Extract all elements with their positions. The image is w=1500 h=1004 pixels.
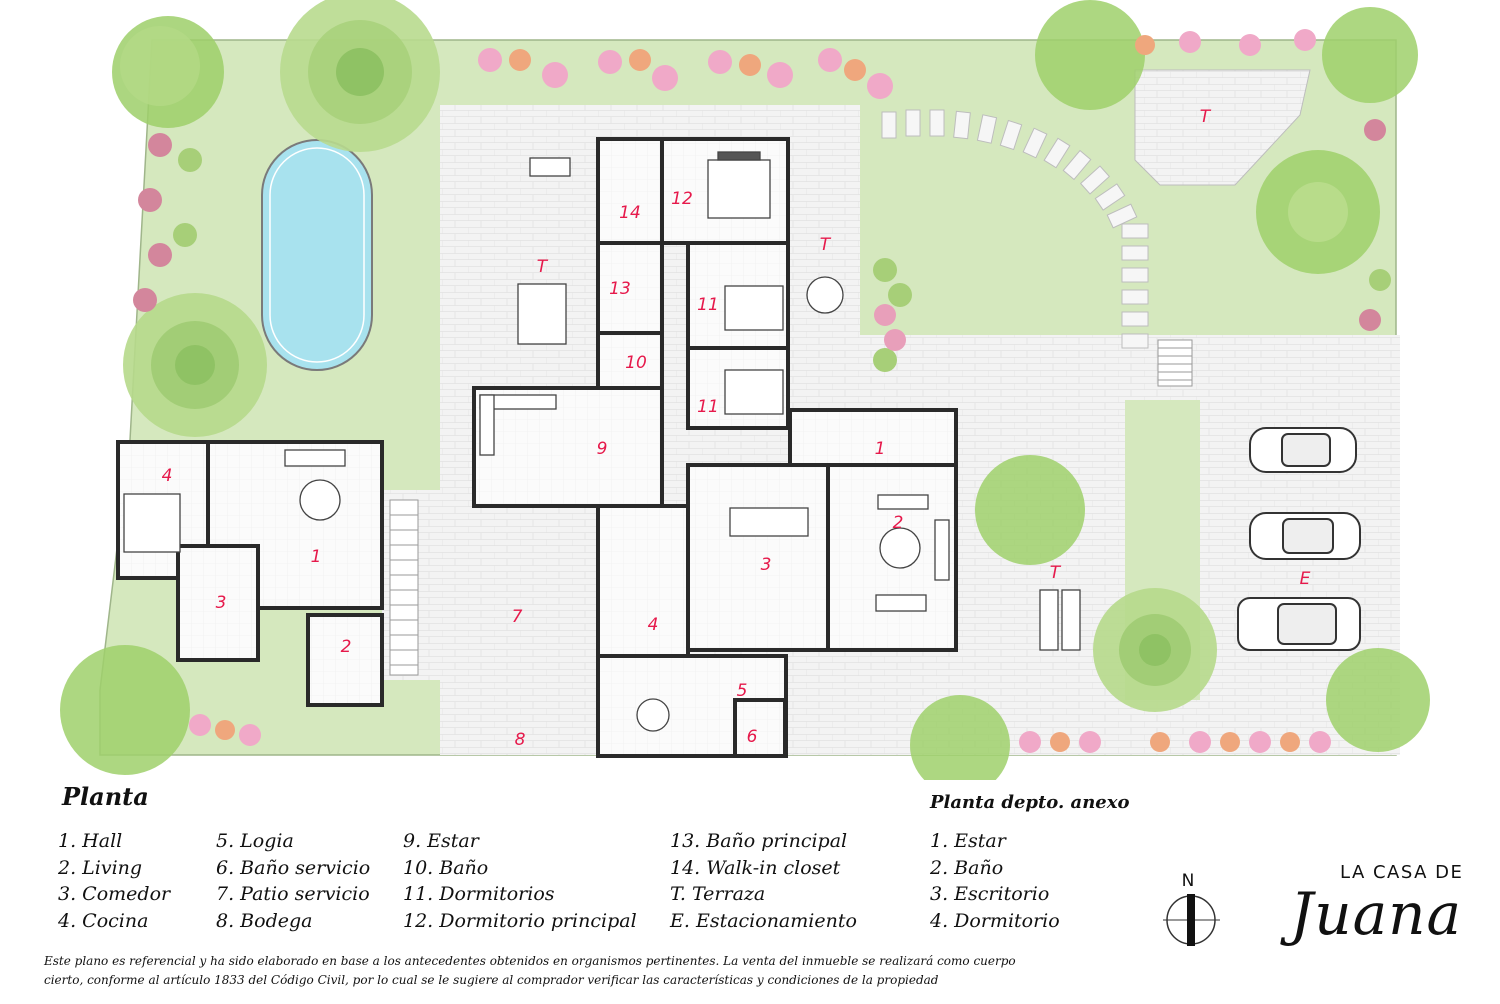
disclaimer: Este plano es referencial y ha sido elab… — [44, 954, 1016, 987]
label-living: 2 — [893, 513, 904, 533]
legend-item: 7. Patio servicio — [216, 883, 370, 905]
brand-top-text: LA CASA DE — [1340, 862, 1464, 883]
label-bodega: 8 — [515, 730, 526, 750]
label-bano: 10 — [625, 353, 647, 373]
label-estar: 9 — [597, 439, 608, 459]
brand-script-text: Juana — [1290, 880, 1463, 948]
label-terraza-west: T — [537, 257, 549, 277]
legend-column-4: 13. Baño principal 14. Walk-in closet T.… — [670, 828, 857, 934]
legend-item: T. Terraza — [670, 883, 766, 905]
legend-item: E. Estacionamiento — [670, 909, 857, 932]
stepping-path — [881, 109, 1149, 349]
label-comedor: 3 — [761, 555, 772, 575]
label-annex-dormitorio: 4 — [162, 466, 173, 486]
label-patio-servicio: 7 — [512, 607, 523, 627]
legend-item: 2. Living — [58, 856, 143, 879]
label-annex-estar: 1 — [311, 547, 322, 567]
legend-item: 4. Cocina — [58, 909, 149, 932]
annex-legend-column: 1. Estar 2. Baño 3. Escritorio 4. Dormit… — [930, 828, 1060, 934]
legend-item: 10. Baño — [403, 856, 489, 879]
label-walk-in-closet: 14 — [619, 203, 641, 223]
main-room-labels: 1 2 3 4 5 6 7 8 9 10 11 11 12 13 14 T T … — [512, 107, 1311, 750]
legend-item: 3. Comedor — [58, 883, 171, 905]
label-terraza-annex: T — [1050, 563, 1062, 583]
brand-logo: LA CASA DE Juana — [1290, 862, 1490, 962]
legend-item: 6. Baño servicio — [216, 856, 371, 879]
annex-walls — [116, 440, 384, 707]
label-bano-servicio: 6 — [747, 727, 758, 747]
legend-item: 3. Escritorio — [930, 883, 1050, 905]
label-dormitorio-b: 11 — [697, 397, 719, 417]
north-arrow-icon: N — [1158, 870, 1228, 950]
room-comedor — [686, 463, 830, 652]
north-label: N — [1182, 871, 1195, 891]
legend-column-2: 5. Logia 6. Baño servicio 7. Patio servi… — [216, 828, 370, 934]
label-terraza-ne: T — [1200, 107, 1212, 127]
legend-item: 5. Logia — [216, 830, 294, 852]
legend-column-3: 9. Estar 10. Baño 11. Dormitorios 12. Do… — [403, 828, 637, 934]
legend-column-1: 1. Hall 2. Living 3. Comedor 4. Cocina — [58, 828, 170, 934]
legend-title: Planta — [62, 782, 149, 811]
legend-item: 14. Walk-in closet — [670, 856, 841, 879]
room-walk-in-closet — [596, 137, 664, 245]
legend-item: 11. Dormitorios — [403, 883, 555, 905]
legend-item: 13. Baño principal — [670, 830, 848, 852]
legend-item: 12. Dormitorio principal — [403, 909, 637, 932]
label-bano-principal: 13 — [609, 279, 631, 299]
label-terraza-east: T — [820, 235, 832, 255]
room-bano-servicio — [733, 698, 787, 758]
legend-item: 4. Dormitorio — [930, 909, 1060, 932]
furniture — [123, 151, 1081, 732]
legend-item: 2. Baño — [930, 856, 1004, 879]
label-cocina: 4 — [648, 615, 659, 635]
label-hall: 1 — [875, 439, 886, 459]
room-cocina — [596, 504, 690, 658]
label-annex-escritorio: 3 — [216, 593, 227, 613]
legend-item: 9. Estar — [403, 830, 479, 852]
cars — [1237, 427, 1361, 651]
annex-room-labels: 1 2 3 4 — [162, 466, 352, 657]
legend-item: 1. Estar — [930, 830, 1006, 852]
label-dormitorio-a: 11 — [697, 295, 719, 315]
label-annex-bano: 2 — [341, 637, 352, 657]
label-dormitorio-principal: 12 — [671, 189, 693, 209]
legend-item: 1. Hall — [58, 830, 123, 852]
room-hall — [788, 408, 958, 467]
annex-escritorio — [176, 544, 260, 662]
annex-bano — [306, 613, 384, 707]
pool — [261, 139, 373, 371]
flower-beds — [133, 29, 1391, 753]
legend-item: 8. Bodega — [216, 909, 313, 932]
annex-legend-title: Planta depto. anexo — [930, 792, 1130, 813]
room-bano-principal — [596, 241, 664, 335]
stairs — [389, 339, 1193, 676]
floor-plan: 1 2 3 4 5 6 7 8 9 10 11 11 12 13 14 T T … — [60, 0, 1430, 780]
trees — [60, 0, 1430, 780]
label-logia: 5 — [737, 681, 748, 701]
label-estacionamiento: E — [1300, 569, 1311, 589]
